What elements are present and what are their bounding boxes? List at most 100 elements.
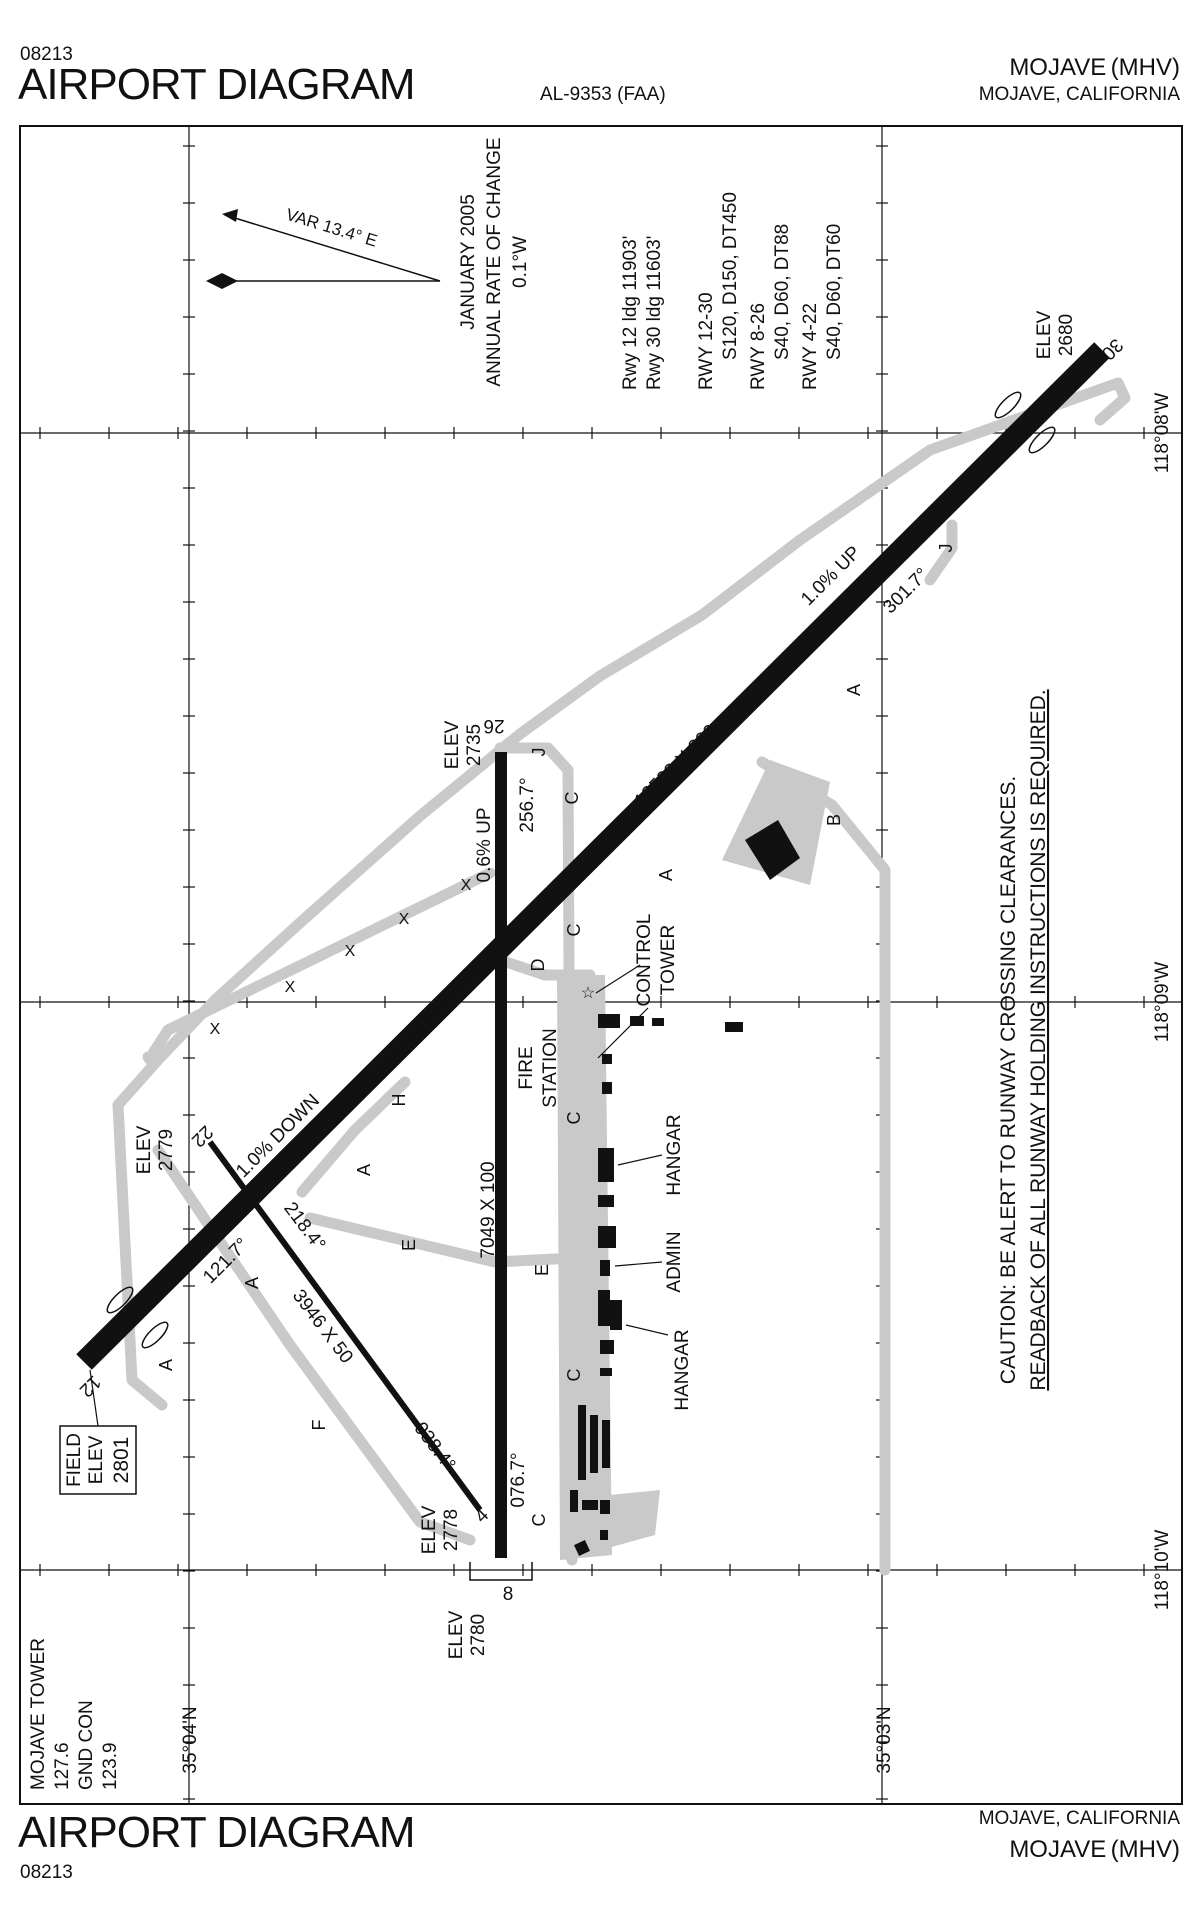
marker-30a <box>994 391 1022 419</box>
rwy-ldg-30: Rwy 30 ldg 11603' <box>644 236 665 390</box>
taxiway-label-c4: C <box>564 1369 584 1382</box>
taxiway-label-d: D <box>528 959 548 972</box>
lighting-markers <box>106 391 1056 1349</box>
taxiway-f <box>152 1144 476 1546</box>
rwy-end-8: 8 <box>503 1584 514 1605</box>
taxiway-label-e2: E <box>532 1264 552 1276</box>
caution-note: CAUTION: BE ALERT TO RUNWAY CROSSING CLE… <box>997 689 1050 1390</box>
taxiway-a-south <box>112 1099 168 1411</box>
taxiway-label-a3: A <box>354 1164 374 1176</box>
airport-id: (MHV) <box>1110 54 1180 81</box>
taxiway-h <box>296 1076 411 1198</box>
rwy-422-strength: S40, D60, DT60 <box>824 224 845 360</box>
caution-line-2: READBACK OF ALL RUNWAY HOLDING INSTRUCTI… <box>1027 689 1050 1390</box>
runway-12-30 <box>76 342 1110 1370</box>
control-tower-label-1: CONTROL <box>634 914 655 1007</box>
footer-airport-city: MOJAVE, CALIFORNIA <box>978 1808 1180 1829</box>
date-code: 08213 <box>20 44 73 65</box>
airport-city: MOJAVE, CALIFORNIA <box>978 84 1180 105</box>
rwy-1230-strength: S120, D150, DT450 <box>720 192 741 360</box>
mag-north-icon <box>222 209 238 222</box>
footer-airport-id: (MHV) <box>1110 1836 1180 1863</box>
graticule-ticks <box>39 145 1145 1800</box>
field-elev-label1: FIELD <box>64 1433 85 1487</box>
rwy-8-elev-label: ELEV <box>446 1610 467 1659</box>
bldg-16 <box>582 1500 598 1510</box>
rwy-826-label: RWY 8-26 <box>748 303 769 390</box>
bldg-14 <box>602 1420 610 1468</box>
taxiway-label-c3: C <box>564 1112 584 1125</box>
bldg-17 <box>600 1500 610 1514</box>
taxiway-a-end <box>1094 377 1131 426</box>
lat-right: 35°03'N <box>874 1706 895 1773</box>
admin-label: ADMIN <box>664 1231 685 1292</box>
field-elev-value: 2801 <box>110 1437 133 1484</box>
caution-line-1: CAUTION: BE ALERT TO RUNWAY CROSSING CLE… <box>997 776 1020 1384</box>
hangar1-leader <box>617 1154 663 1166</box>
bldg-18 <box>600 1530 608 1540</box>
rwy-826-hdg-26: 256.7° <box>517 777 538 832</box>
rwy-22-elev-label: ELEV <box>134 1125 155 1174</box>
bldg-hangar-2 <box>610 1300 622 1330</box>
taxiway-label-j1: J <box>529 748 549 757</box>
fire-station-label-1: FIRE <box>516 1046 537 1089</box>
footer-title: AIRPORT DIAGRAM <box>18 1808 416 1857</box>
rwy-826-strength: S40, D60, DT88 <box>772 224 793 360</box>
taxiway-label-a5: A <box>156 1359 176 1371</box>
marker-30b <box>1028 426 1056 454</box>
rwy-end-26: 26 <box>483 715 504 736</box>
rwy-4-elev-label: ELEV <box>419 1505 440 1554</box>
rwy-826-dims: 7049 X 100 <box>478 1161 499 1258</box>
taxiway-b <box>756 756 891 1576</box>
bldg-6 <box>602 1082 612 1094</box>
bldg-7 <box>598 1195 614 1207</box>
rwy-1230-label: RWY 12-30 <box>696 292 717 390</box>
variation-rate-label: ANNUAL RATE OF CHANGE <box>484 137 505 386</box>
taxiway-label-c1: C <box>562 792 582 805</box>
bldg-2 <box>630 1016 644 1026</box>
rwy-26-elev: 2735 <box>464 724 485 766</box>
field-elev-leader <box>89 1369 99 1427</box>
coordinates: 118°08'W 118°09'W 118°10'W 35°04'N 35°03… <box>180 393 1173 1774</box>
gnd-freq: 123.9 <box>100 1742 121 1790</box>
rwy-30-elev: 2680 <box>1056 314 1077 356</box>
lon-mid: 118°09'W <box>1152 962 1173 1043</box>
taxiway-label-c5: C <box>529 1514 549 1527</box>
diagram-frame <box>19 125 1183 1805</box>
leader-lines <box>595 964 669 1336</box>
tower-label: MOJAVE TOWER <box>28 1638 49 1790</box>
bldg-4 <box>725 1022 743 1032</box>
rwy-422-hdg-4: 038.4° <box>409 1418 459 1475</box>
bldg-1 <box>598 1014 620 1028</box>
hangar2-leader <box>625 1324 669 1336</box>
taxiway-label-a2: A <box>656 869 676 881</box>
rwy-end-12: 12 <box>75 1371 105 1401</box>
taxiway-label-h: H <box>389 1094 409 1107</box>
taxiway-label-c2: C <box>564 924 584 937</box>
rwy8-threshold <box>469 1562 533 1581</box>
taxiway-label-b: B <box>824 814 844 826</box>
rwy-ldg-12: Rwy 12 ldg 11903' <box>620 236 641 390</box>
taxiway-closed <box>144 867 496 1064</box>
bldg-3 <box>652 1018 664 1026</box>
closed-x-1: X <box>210 1021 221 1038</box>
taxiway-labels: A A A A A B C C C C C D E E F H J J <box>156 544 956 1527</box>
taxiway-e <box>304 1212 581 1268</box>
rwy-30-elev-label: ELEV <box>1034 310 1055 359</box>
bldg-13 <box>590 1415 598 1473</box>
airport-name: MOJAVE (MHV) <box>1009 54 1180 82</box>
fire-station-label-2: STATION <box>540 1028 561 1108</box>
rwy-826-hdg-8: 076.7° <box>508 1452 529 1507</box>
airport-name-text: MOJAVE <box>1009 54 1107 81</box>
runway-4-22 <box>207 1140 483 1512</box>
variation-info: JANUARY 2005 ANNUAL RATE OF CHANGE 0.1°W <box>458 137 531 386</box>
variation-date: JANUARY 2005 <box>458 194 479 330</box>
bldg-8 <box>598 1226 616 1248</box>
field-elev: FIELD ELEV 2801 <box>64 1433 133 1487</box>
bldg-9 <box>598 1290 610 1326</box>
buildings <box>570 1014 743 1556</box>
hangar-label-1: HANGAR <box>664 1114 685 1195</box>
taxiway-label-e1: E <box>399 1239 419 1251</box>
variation-rate: 0.1°W <box>510 236 531 288</box>
rwy-22-elev: 2779 <box>156 1129 177 1171</box>
